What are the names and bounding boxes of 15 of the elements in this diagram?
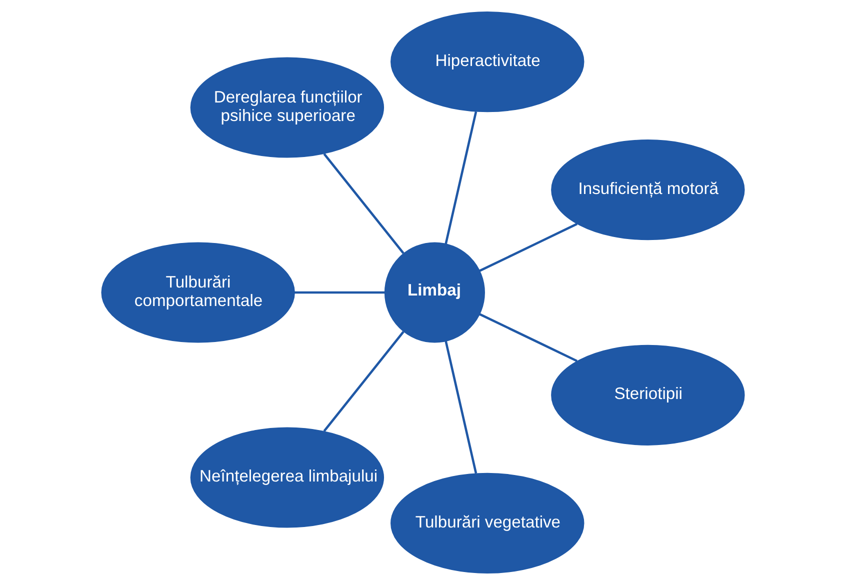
- connector: [444, 111, 477, 244]
- node-ellipse: Dereglarea funcțiilor psihice superioare: [190, 57, 384, 158]
- node-ellipse: Hiperactivitate: [390, 12, 584, 112]
- node-ellipse: Steriotipii: [550, 344, 744, 446]
- node-ellipse: Tulburări vegetative: [390, 472, 584, 574]
- node-ellipse: Insuficiență motoră: [550, 140, 744, 240]
- node-ellipse: Neînțelegerea limbajului: [190, 427, 384, 528]
- connector: [322, 153, 404, 254]
- connector: [322, 331, 404, 432]
- connector: [478, 222, 578, 272]
- node-circle: Limbaj: [384, 242, 484, 343]
- connector: [444, 340, 477, 474]
- connector: [294, 291, 384, 294]
- node-ellipse: Tulburări comportamentale: [100, 242, 294, 343]
- connector: [478, 313, 578, 362]
